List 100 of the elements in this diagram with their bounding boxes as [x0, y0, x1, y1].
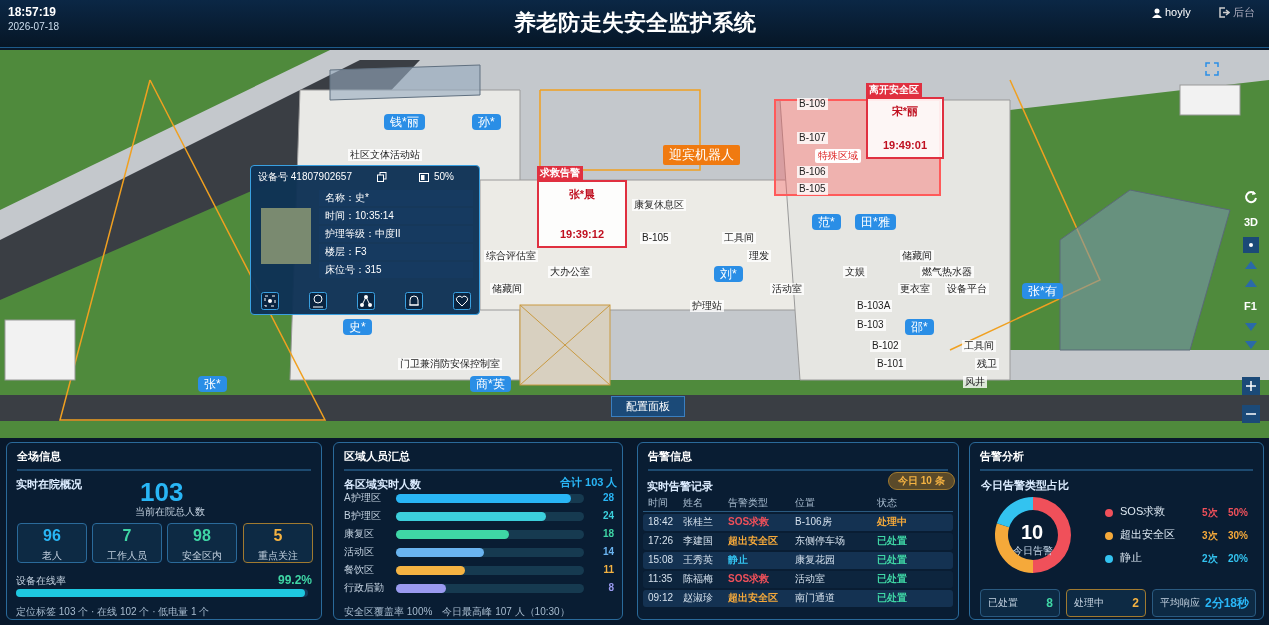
stat-label: 工作人员 — [107, 549, 147, 563]
info-row: 楼层：F3 — [319, 244, 473, 260]
table-header: 告警类型 — [728, 497, 768, 509]
table-cell: 09:12 — [648, 592, 674, 604]
stat-value: 2分18秒 — [1204, 596, 1249, 611]
alert-time: 19:39:12 — [558, 228, 605, 242]
stat-card — [1066, 589, 1146, 617]
bar-value: 28 — [602, 492, 614, 504]
alert-time: 19:49:01 — [881, 139, 928, 153]
name-tag: 钱*丽 — [384, 114, 425, 131]
stat-value: 7 — [122, 527, 132, 545]
bar-value: 8 — [608, 582, 614, 594]
name-tag: 孙* — [472, 114, 501, 131]
legend-text: SOS求救 — [1120, 505, 1166, 519]
table-cell: 18:42 — [648, 516, 674, 528]
table-cell: 陈福梅 — [683, 573, 713, 585]
count-value: 20% — [1228, 553, 1248, 565]
room-label: 工具间 — [962, 340, 996, 352]
room-label: 工具间 — [722, 232, 756, 244]
user-name: hoyly — [1165, 6, 1191, 20]
bar-value: 14 — [602, 546, 614, 558]
room-label: 文娱 — [843, 266, 867, 278]
room-label: 护理站 — [690, 300, 724, 312]
room-label: B-105 — [640, 232, 671, 244]
donut-center-label: 今日告警 — [1013, 545, 1053, 557]
table-cell: 张桂兰 — [683, 516, 713, 528]
name-tag: 张* — [198, 376, 227, 393]
stat-label: 平均响应 — [1160, 597, 1200, 609]
bar-category: B护理区 — [344, 510, 381, 522]
table-cell: 康复花园 — [795, 554, 835, 566]
bar-category: 活动区 — [344, 546, 374, 558]
room-label: B-101 — [875, 358, 906, 370]
device-id: 设备号 41807902657 — [258, 171, 352, 183]
legend-text: 静止 — [1120, 551, 1142, 565]
donut-center-value: 10 — [1021, 520, 1044, 544]
room-label: B-106 — [797, 166, 828, 178]
panel-title: 告警信息 — [648, 449, 692, 464]
legend-text: 超出安全区 — [1120, 528, 1175, 542]
table-cell: 超出安全区 — [728, 535, 778, 547]
count-value: 3次 — [1202, 530, 1218, 542]
room-label: B-103 — [855, 319, 886, 331]
bar-value: 24 — [602, 510, 614, 522]
stat-card — [980, 589, 1060, 617]
stat-card — [17, 523, 87, 563]
name-tag: 商*英 — [470, 376, 511, 393]
panel-title: 告警分析 — [980, 449, 1024, 464]
info-card — [250, 165, 480, 315]
table-cell: 处理中 — [877, 516, 907, 528]
dashboard-panel — [969, 442, 1264, 620]
room-label: 门卫兼消防安保控制室 — [398, 358, 502, 370]
zone-tag: 特殊区域 — [815, 149, 861, 163]
table-cell: SOS求救 — [728, 516, 770, 528]
table-header: 姓名 — [683, 497, 703, 509]
room-label: B-103A — [855, 300, 893, 312]
room-label: B-107 — [797, 132, 828, 144]
room-label: 综合评估室 — [484, 250, 538, 262]
table-header: 状态 — [877, 497, 897, 509]
dashboard-panel — [6, 442, 322, 620]
info-row: 护理等级：中度II — [319, 226, 473, 242]
table-cell: 活动室 — [795, 573, 825, 585]
table-cell: 已处置 — [877, 592, 907, 604]
table-cell: 王秀英 — [683, 554, 713, 566]
room-label: 更衣室 — [898, 283, 932, 295]
room-label: 设备平台 — [945, 283, 989, 295]
bar-category: A护理区 — [344, 492, 381, 504]
panel-title: 全场信息 — [17, 449, 61, 464]
room-label: B-109 — [797, 98, 828, 110]
room-label: 燃气热水器 — [920, 266, 974, 278]
count-value: 2次 — [1202, 553, 1218, 565]
table-cell: 东侧停车场 — [795, 535, 845, 547]
alert-box — [866, 97, 944, 159]
room-label: 大办公室 — [548, 266, 592, 278]
count-value: 30% — [1228, 530, 1248, 542]
section-subtitle: 实时告警记录 — [647, 480, 713, 494]
total-count: 103 — [140, 477, 184, 507]
robot-tag: 迎宾机器人 — [663, 145, 740, 165]
section-subtitle: 实时在院概况 — [16, 478, 82, 492]
stat-value: 5 — [273, 527, 283, 545]
map-control-label: 3D — [1244, 216, 1259, 230]
panel-title: 区域人员汇总 — [344, 449, 410, 464]
battery-level: 50% — [434, 171, 454, 183]
bar-category: 康复区 — [344, 528, 374, 540]
table-cell: B-106房 — [795, 516, 832, 528]
alert-box — [537, 180, 627, 248]
table-cell: 超出安全区 — [728, 592, 778, 604]
clock-time: 18:57:19 — [8, 5, 57, 20]
room-label: 理发 — [747, 250, 771, 262]
percent-value: 99.2% — [278, 573, 313, 588]
alert-heading: 离开安全区 — [866, 83, 922, 97]
stat-card — [243, 523, 313, 563]
stat-label: 老人 — [42, 549, 62, 563]
bar-value: 11 — [603, 564, 614, 576]
stat-value: 96 — [43, 527, 61, 545]
caption-text: 当前在院总人数 — [135, 506, 205, 518]
table-cell: 17:26 — [648, 535, 674, 547]
stat-value: 8 — [1046, 596, 1053, 611]
caption-text: 设备在线率 — [16, 575, 66, 587]
total-text: 合计 103 人 — [560, 476, 618, 490]
config-button: 配置面板 — [611, 396, 685, 418]
stat-label: 处理中 — [1074, 597, 1104, 609]
